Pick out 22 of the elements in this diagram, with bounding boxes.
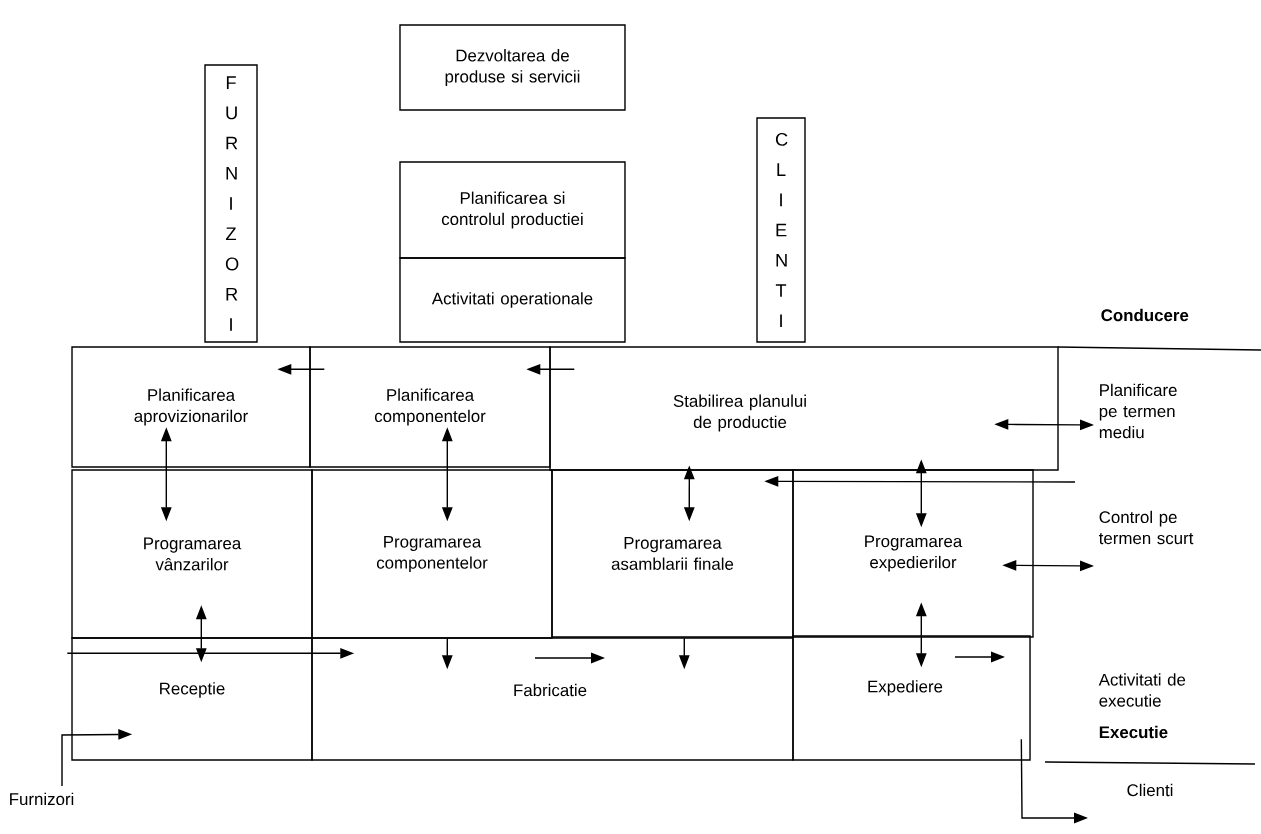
edge-label: Clienti [1125, 782, 1175, 798]
process-box: Programarea componentelor [311, 469, 553, 639]
process-box: Planificarea componentelor [309, 346, 551, 468]
vertical-box: F U R N I Z O R I [204, 64, 258, 343]
vertical-box: C L I E N T I [756, 117, 806, 343]
label-text: Planificare pe termen mediu [1099, 383, 1177, 439]
process-box: Planificarea si controlul productiei [399, 161, 626, 259]
process-box: Programarea asamblarii finale [551, 469, 794, 638]
label-text: Control pe termen scurt [1099, 510, 1194, 545]
process-box: Receptie [71, 637, 313, 761]
process-box: Fabricatie [311, 637, 794, 761]
process-box: Programarea expedierilor [792, 469, 1034, 638]
label-text: Conducere [1101, 308, 1189, 322]
process-box: Programarea vânzarilor [71, 469, 313, 639]
process-box: Planificarea aprovizionarilor [71, 346, 311, 468]
process-box: Expediere [792, 635, 1031, 761]
process-box: Activitati operationale [399, 257, 626, 343]
process-box: Stabilirea planului de productie [549, 346, 1059, 471]
label-text: Activitati de executie [1098, 673, 1186, 707]
label-text: Executie [1099, 725, 1168, 739]
process-box: Dezvoltarea de produse si servicii [399, 24, 626, 111]
label-text: Furnizori [10, 792, 74, 806]
